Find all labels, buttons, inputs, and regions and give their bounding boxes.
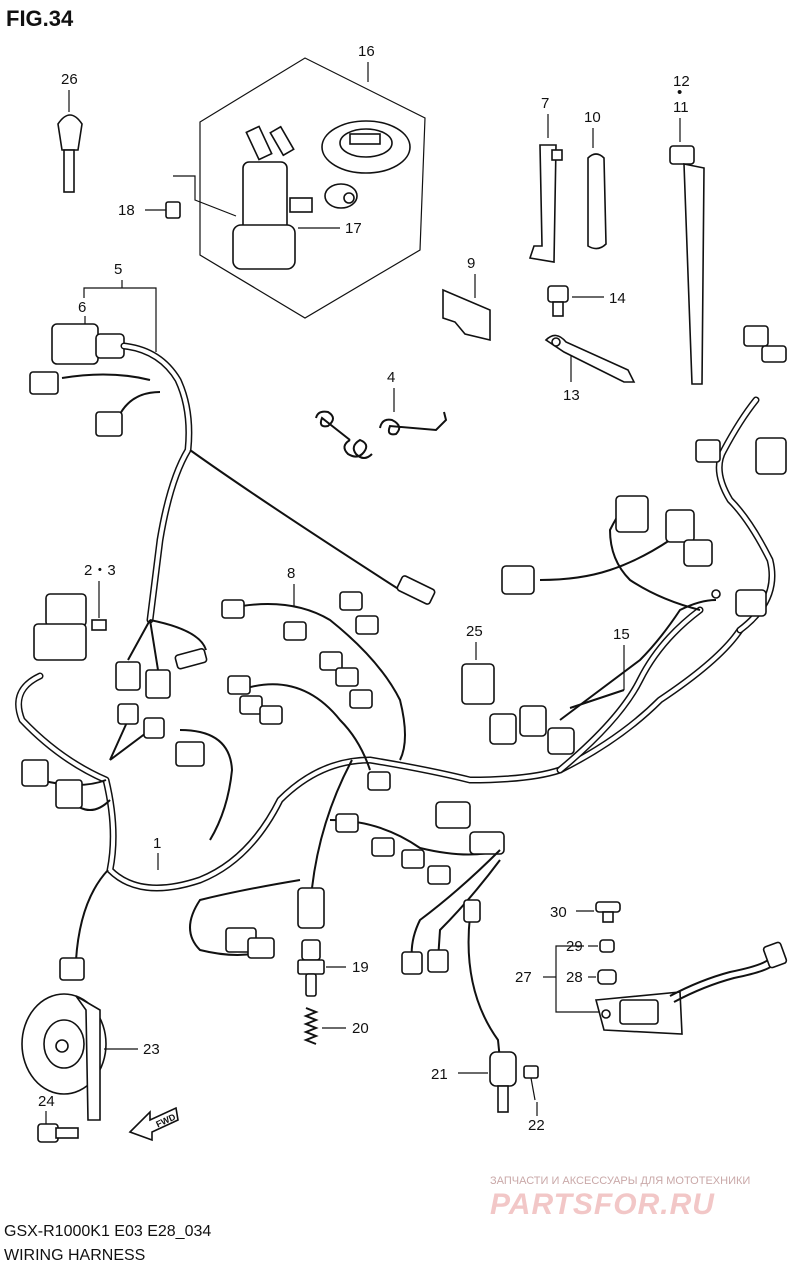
grommet-28 (597, 969, 617, 985)
coupler-e5 (435, 801, 471, 829)
relay-25 (461, 663, 495, 705)
horn-23 (21, 993, 107, 1121)
callout-6: 6 (78, 299, 86, 316)
callout-13: 13 (563, 387, 580, 404)
watermark-tagline: ЗАПЧАСТИ И АКСЕССУАРЫ ДЛЯ МОТОТЕХНИКИ (490, 1175, 750, 1187)
cable-tie (669, 145, 705, 385)
callout-14: 14 (609, 290, 626, 307)
screw-30 (595, 901, 621, 923)
pad-9 (442, 288, 491, 342)
coupler-f2 (247, 937, 275, 959)
callout-5: 5 (114, 261, 122, 278)
bolt-14 (547, 285, 569, 303)
relay-box (33, 593, 87, 661)
coupler-h5 (735, 589, 767, 617)
watermark-brand: PARTSFOR.RU (490, 1188, 715, 1221)
collar-29 (599, 939, 615, 953)
coupler-6 (51, 323, 125, 365)
coupler-d1 (21, 759, 49, 787)
coupler-d3 (117, 703, 139, 725)
callout-9: 9 (467, 255, 475, 272)
clamp-10 (587, 153, 607, 250)
figure-title: FIG.34 (6, 6, 74, 31)
coupler-d4 (143, 717, 165, 739)
callout-27: 27 (515, 969, 532, 986)
bracket-13 (544, 334, 636, 383)
sensor-27 (594, 991, 683, 1035)
ignition-switch-set-box (199, 57, 426, 319)
coupler-small-b (95, 411, 123, 437)
screw-22 (523, 1065, 539, 1079)
coupler-e4 (427, 865, 451, 885)
callout-18: 18 (118, 202, 135, 219)
coupler-c3 (174, 647, 208, 670)
footer-caption: WIRING HARNESS (4, 1247, 145, 1264)
coupler-e6 (469, 831, 505, 855)
callout-11: 11 (673, 99, 689, 116)
callout-1: 1 (153, 835, 161, 852)
callout-15: 15 (613, 626, 630, 643)
coupler-i3 (547, 727, 575, 755)
key-blank (57, 114, 83, 193)
callout-22: 22 (528, 1117, 545, 1134)
callout-25: 25 (466, 623, 483, 640)
connector-group-8 (221, 591, 391, 791)
callout-24: 24 (38, 1093, 55, 1110)
coupler-h9 (761, 345, 787, 363)
callout-26: 26 (61, 71, 78, 88)
coupler-g1 (401, 951, 423, 975)
callout-10: 10 (584, 109, 601, 126)
screw-18 (165, 201, 181, 219)
callout-20: 20 (352, 1020, 369, 1037)
fwd-arrow: FWD (128, 1106, 179, 1142)
coupler-g2 (427, 949, 449, 973)
coupler-h4 (683, 539, 713, 567)
coupler-horn (59, 957, 85, 981)
sensor-lead (396, 575, 436, 605)
coupler-g3 (463, 899, 481, 923)
coupler-i1 (489, 713, 517, 745)
callout-8: 8 (287, 565, 295, 582)
coupler-sensor (762, 941, 788, 969)
callout-19: 19 (352, 959, 369, 976)
callout-23: 23 (143, 1041, 160, 1058)
coupler-c2 (145, 669, 171, 699)
rear-brake-switch-21 (489, 1051, 517, 1113)
footer-model: GSX-R1000K1 E03 E28_034 (4, 1223, 211, 1240)
clamp-7 (528, 144, 563, 263)
callout-4: 4 (387, 369, 395, 386)
bolt-24 (37, 1123, 79, 1143)
coupler-h3 (665, 509, 695, 543)
callout-16: 16 (358, 43, 375, 60)
callout-2-3: 2・3 (84, 562, 116, 579)
callout-dot: • (677, 84, 682, 101)
coupler-h1 (501, 565, 535, 595)
coupler-e3 (401, 849, 425, 869)
callout-28: 28 (566, 969, 583, 986)
coupler-h8 (743, 325, 769, 347)
callout-21: 21 (431, 1066, 448, 1083)
coupler-d2 (55, 779, 83, 809)
callout-7: 7 (541, 95, 549, 112)
neutral-switch-19 (297, 939, 325, 997)
coupler-h6 (695, 439, 721, 463)
callout-17: 17 (345, 220, 362, 237)
coupler-small-a (29, 371, 59, 395)
coupler-h2 (615, 495, 649, 533)
coupler-e2 (371, 837, 395, 857)
coupler-d5 (175, 741, 205, 767)
callout-30: 30 (550, 904, 567, 921)
coupler-c1 (115, 661, 141, 691)
spring-clip (315, 410, 448, 459)
callout-12: 12 (673, 73, 690, 90)
coupler-neutral (297, 887, 325, 929)
fuse-2-3 (91, 619, 107, 631)
ignition-switch (242, 161, 288, 233)
coupler-e1 (335, 813, 359, 833)
coupler-i2 (519, 705, 547, 737)
ground-terminal (711, 589, 721, 599)
coupler-h7 (755, 437, 787, 475)
spring-20 (303, 1007, 319, 1045)
